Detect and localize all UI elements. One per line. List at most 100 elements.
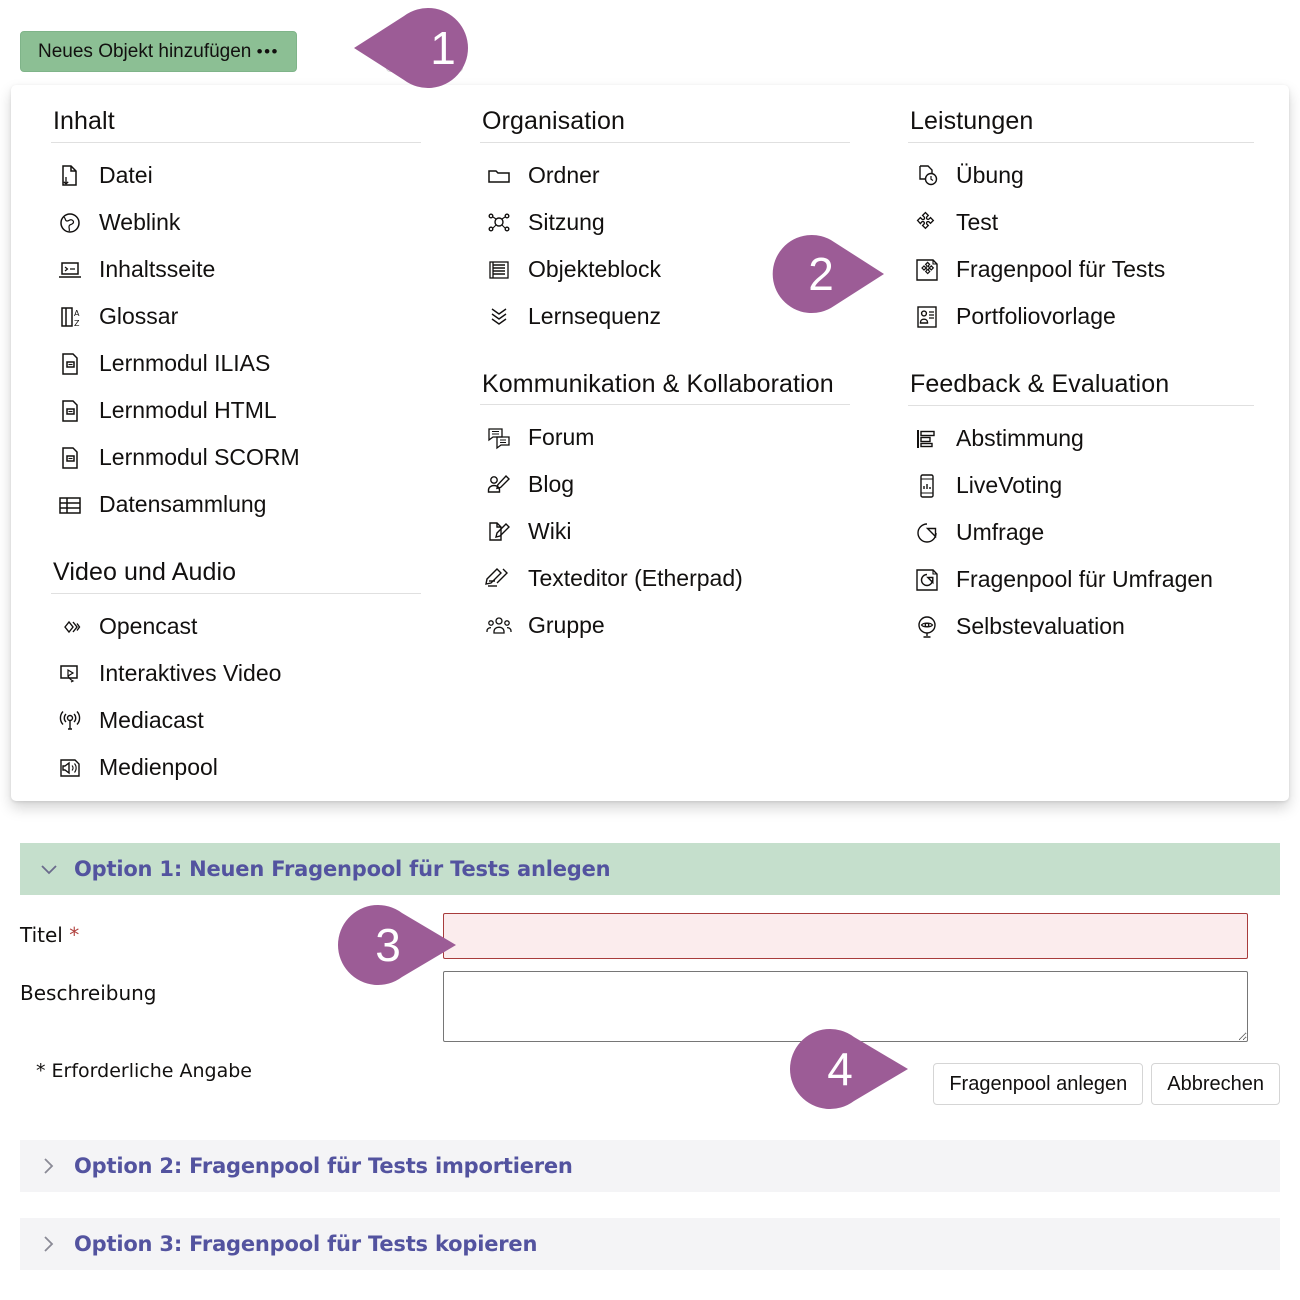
menu-item-label: Interaktives Video — [99, 660, 282, 686]
poll-bars-icon — [912, 424, 942, 454]
menu-item-datensammlung[interactable]: Datensammlung — [51, 481, 471, 528]
option1-accordion-header[interactable]: Option 1: Neuen Fragenpool für Tests anl… — [20, 843, 1280, 895]
menu-item-abstimmung[interactable]: Abstimmung — [908, 415, 1289, 462]
learning-module-icon — [55, 349, 85, 379]
question-pool-survey-icon — [912, 565, 942, 595]
option3-accordion-header[interactable]: Option 3: Fragenpool für Tests kopieren — [20, 1218, 1280, 1270]
description-control — [443, 971, 1280, 1042]
add-new-object-label: Neues Objekt hinzufügen — [38, 41, 252, 62]
menu-item-label: Lernmodul HTML — [99, 397, 277, 423]
menu-item-label: Datensammlung — [99, 491, 267, 517]
menu-item-opencast[interactable]: Opencast — [51, 603, 471, 650]
test-puzzle-icon — [912, 208, 942, 238]
menu-item-label: Glossar — [99, 303, 179, 329]
required-note: * Erforderliche Angabe — [36, 1060, 252, 1082]
callout-badge-4: 4 — [770, 1022, 910, 1116]
chevron-right-icon — [38, 1155, 60, 1177]
title-input[interactable] — [443, 913, 1248, 959]
menu-item-fragenpool-fuer-tests[interactable]: Fragenpool für Tests — [908, 246, 1289, 293]
survey-pie-icon — [912, 518, 942, 548]
menu-item-weblink[interactable]: Weblink — [51, 199, 471, 246]
title-row: Titel * — [20, 913, 1280, 959]
object-creation-form: Option 1: Neuen Fragenpool für Tests anl… — [0, 843, 1300, 1270]
menu-item-label: Datei — [99, 162, 153, 188]
menu-item-label: Sitzung — [528, 209, 605, 235]
menu-item-medienpool[interactable]: Medienpool — [51, 744, 471, 791]
opencast-diamond-icon — [55, 612, 85, 642]
menu-item-blog[interactable]: Blog — [480, 461, 901, 508]
option2-accordion-header[interactable]: Option 2: Fragenpool für Tests importier… — [20, 1140, 1280, 1192]
menu-item-fragenpool-fuer-umfragen[interactable]: Fragenpool für Umfragen — [908, 556, 1289, 603]
menu-item-texteditor-etherpad[interactable]: Texteditor (Etherpad) — [480, 555, 901, 602]
menu-item-label: Übung — [956, 162, 1024, 188]
menu-item-uebung[interactable]: Übung — [908, 152, 1289, 199]
menu-item-label: Lernmodul ILIAS — [99, 350, 271, 376]
menu-item-lernsequenz[interactable]: Lernsequenz — [480, 293, 901, 340]
menu-item-selbstevaluation[interactable]: Selbstevaluation — [908, 603, 1289, 650]
description-textarea[interactable] — [443, 971, 1248, 1042]
divider — [51, 142, 421, 143]
menu-item-ordner[interactable]: Ordner — [480, 152, 901, 199]
menu-item-label: Fragenpool für Umfragen — [956, 566, 1213, 592]
group-title-video-und-audio: Video und Audio — [53, 558, 237, 586]
menu-item-sitzung[interactable]: Sitzung — [480, 199, 901, 246]
menu-item-forum[interactable]: Forum — [480, 414, 901, 461]
menu-item-mediacast[interactable]: Mediacast — [51, 697, 471, 744]
option1-header-label: Option 1: Neuen Fragenpool für Tests anl… — [74, 857, 611, 881]
toolbar: Neues Objekt hinzufügen ••• alten — [0, 0, 1300, 86]
menu-item-objekteblock[interactable]: Objekteblock — [480, 246, 901, 293]
menu-item-label: Forum — [528, 424, 595, 450]
menu-item-label: Medienpool — [99, 754, 218, 780]
menu-item-lernmodul-scorm[interactable]: Lernmodul SCORM — [51, 434, 471, 481]
menu-item-test[interactable]: Test — [908, 199, 1289, 246]
menu-item-gruppe[interactable]: Gruppe — [480, 602, 901, 649]
form-button-row: Fragenpool anlegen Abbrechen — [933, 1063, 1280, 1105]
livevoting-phone-icon — [912, 471, 942, 501]
menu-item-wiki[interactable]: Wiki — [480, 508, 901, 555]
callout-badge-2: 2 — [756, 228, 886, 320]
cancel-button[interactable]: Abbrechen — [1151, 1063, 1280, 1105]
callout-badge-1: 1 — [352, 0, 482, 96]
menu-item-label: Fragenpool für Tests — [956, 256, 1166, 282]
divider — [908, 142, 1254, 143]
menu-item-label: Inhaltsseite — [99, 256, 216, 282]
menu-item-label: Ordner — [528, 162, 600, 188]
title-label-text: Titel — [20, 923, 63, 947]
question-pool-test-icon — [912, 255, 942, 285]
group-title-feedback-evaluation: Feedback & Evaluation — [910, 370, 1170, 398]
menu-item-portfoliovorlage[interactable]: Portfoliovorlage — [908, 293, 1289, 340]
menu-item-label: Wiki — [528, 518, 572, 544]
group-title-organisation: Organisation — [482, 107, 625, 135]
speaker-icon — [55, 753, 85, 783]
menu-item-umfrage[interactable]: Umfrage — [908, 509, 1289, 556]
title-control — [443, 913, 1280, 959]
ellipsis-icon: ••• — [256, 42, 280, 61]
table-icon — [55, 490, 85, 520]
description-row: Beschreibung — [20, 971, 1280, 1042]
object-block-icon — [484, 255, 514, 285]
menu-item-datei[interactable]: Datei — [51, 152, 471, 199]
menu-column-leistungen: Leistungen Übung Test Fragenpool für Tes… — [901, 85, 1289, 801]
group-title-kommunikation: Kommunikation & Kollaboration — [482, 370, 834, 398]
divider — [480, 142, 850, 143]
learning-sequence-icon — [484, 302, 514, 332]
menu-item-label: Portfoliovorlage — [956, 303, 1116, 329]
menu-item-interaktives-video[interactable]: Interaktives Video — [51, 650, 471, 697]
divider — [908, 405, 1254, 406]
add-new-object-button[interactable]: Neues Objekt hinzufügen ••• — [20, 31, 298, 72]
learning-module-icon — [55, 396, 85, 426]
create-question-pool-button[interactable]: Fragenpool anlegen — [933, 1063, 1144, 1105]
menu-item-label: Lernsequenz — [528, 303, 661, 329]
menu-item-livevoting[interactable]: LiveVoting — [908, 462, 1289, 509]
svg-text:Z: Z — [74, 319, 80, 328]
menu-item-label: LiveVoting — [956, 472, 1063, 498]
session-nodes-icon — [484, 208, 514, 238]
content-page-icon — [55, 255, 85, 285]
menu-item-lernmodul-html[interactable]: Lernmodul HTML — [51, 387, 471, 434]
menu-item-lernmodul-ilias[interactable]: Lernmodul ILIAS — [51, 340, 471, 387]
menu-item-label: Texteditor (Etherpad) — [528, 565, 743, 591]
menu-item-inhaltsseite[interactable]: Inhaltsseite — [51, 246, 471, 293]
